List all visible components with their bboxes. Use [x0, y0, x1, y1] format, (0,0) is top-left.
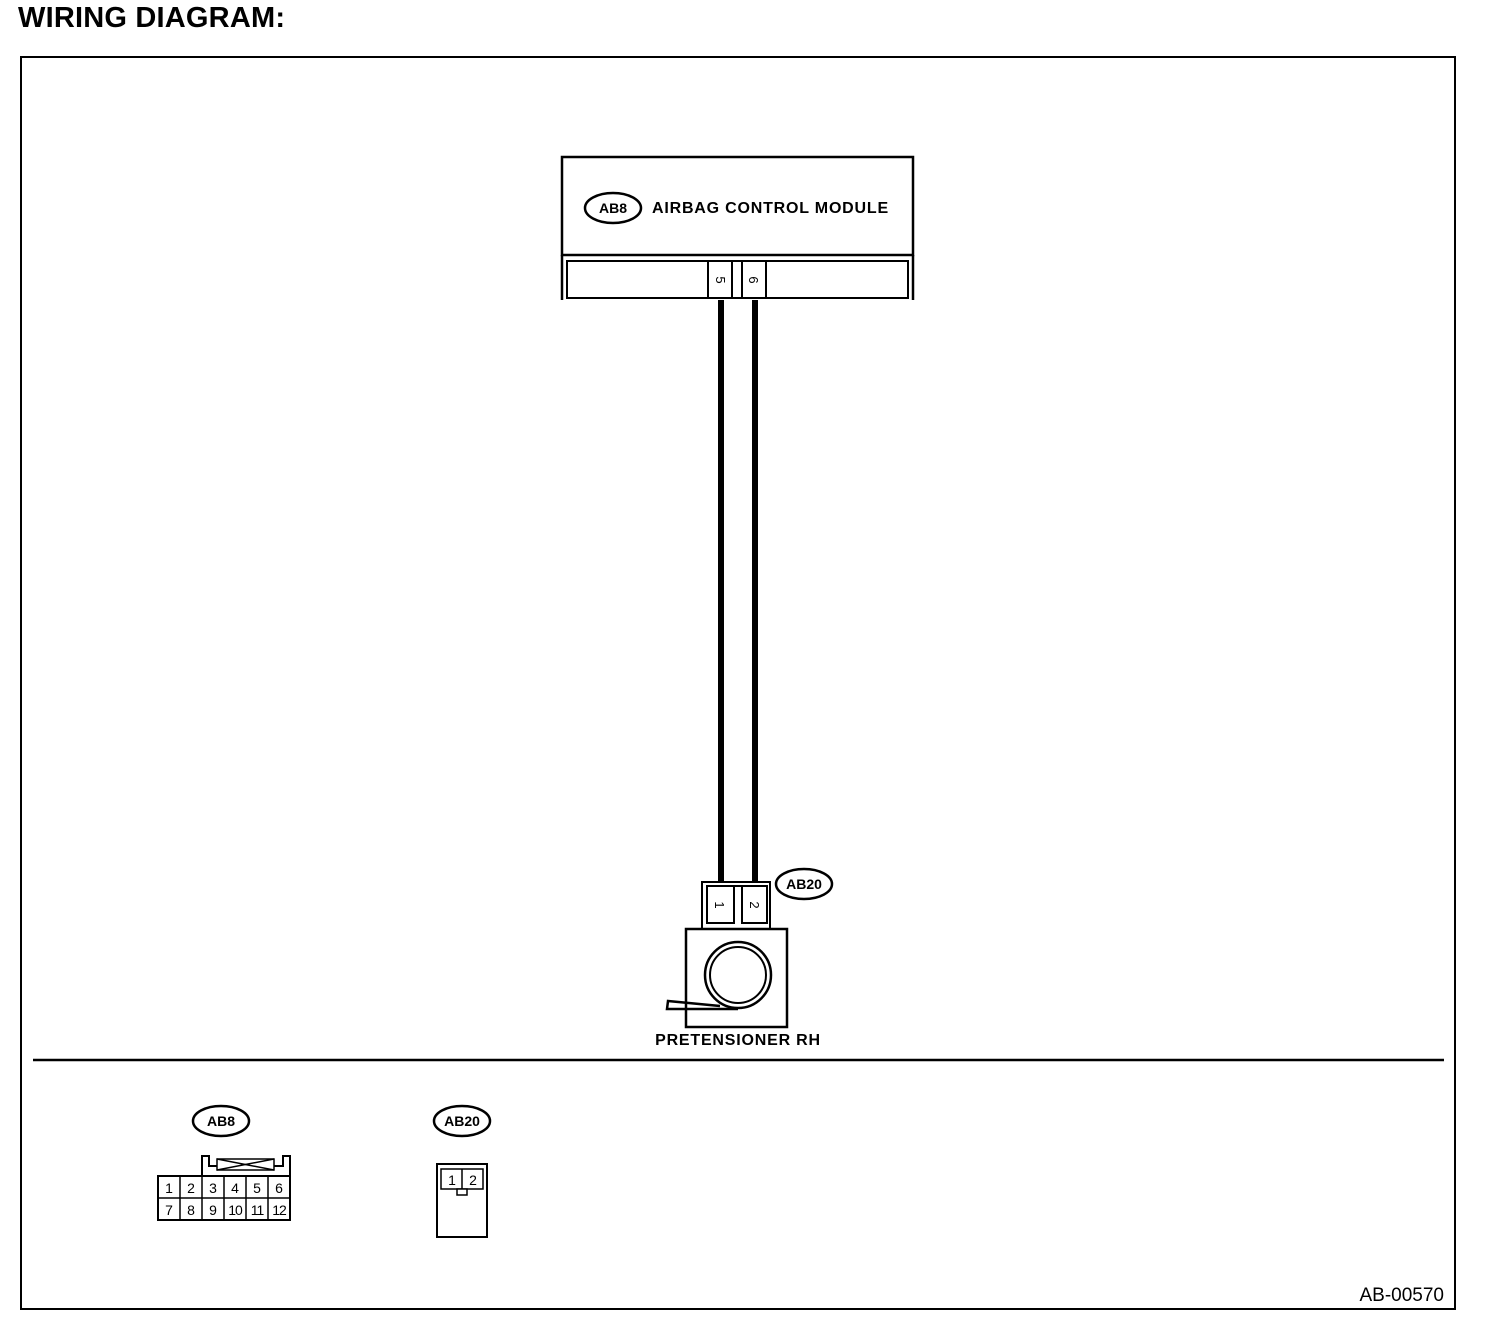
ab8-cell-6: 6	[275, 1180, 283, 1196]
ab8-cell-3: 3	[209, 1180, 217, 1196]
ab8-cell-10: 10	[228, 1202, 243, 1218]
module-pin-5: 5	[713, 276, 728, 283]
module-name: AIRBAG CONTROL MODULE	[652, 200, 889, 217]
connector-view-ab20: AB20 1 2	[432, 1104, 492, 1238]
module-pin-6: 6	[746, 276, 761, 283]
page-heading: WIRING DIAGRAM:	[18, 2, 286, 34]
connector-view-id-ab8: AB8	[207, 1113, 235, 1129]
pretensioner-rh: 1 2 AB20 PRETENSIONER RH	[655, 867, 834, 1049]
connector-badge-ab8	[583, 191, 643, 225]
ab20-cell-1: 1	[448, 1172, 456, 1188]
connector-badge-ab20	[774, 867, 834, 901]
airbag-control-module: AB8 AIRBAG CONTROL MODULE 5 6	[560, 155, 915, 300]
ab8-cell-7: 7	[165, 1202, 173, 1218]
ab8-cell-2: 2	[187, 1180, 195, 1196]
diagram-frame	[20, 56, 1456, 1310]
ab8-cell-8: 8	[187, 1202, 195, 1218]
ab8-cell-9: 9	[209, 1202, 217, 1218]
ab8-cell-4: 4	[231, 1180, 239, 1196]
ab20-cell-2: 2	[469, 1172, 477, 1188]
connector-id-ab8: AB8	[599, 200, 627, 216]
connector-view-ab8: AB8 1 2 3 4 5 6 7 8 9 10 11 12	[157, 1104, 291, 1221]
pretensioner-name: PRETENSIONER RH	[655, 1032, 821, 1049]
ab8-cell-12: 12	[272, 1202, 287, 1218]
pretensioner-spool-inner	[709, 946, 767, 1004]
connector-view-id-ab20: AB20	[444, 1113, 480, 1129]
connector-id-ab20: AB20	[786, 876, 822, 892]
pretensioner-belt	[665, 999, 738, 1011]
pretensioner-pin-1: 1	[712, 901, 727, 908]
ab8-cell-5: 5	[253, 1180, 261, 1196]
figure-id: AB-00570	[1359, 1285, 1444, 1306]
pretensioner-pin-2: 2	[747, 901, 762, 908]
ab8-cell-1: 1	[165, 1180, 173, 1196]
ab8-cell-11: 11	[251, 1202, 265, 1218]
